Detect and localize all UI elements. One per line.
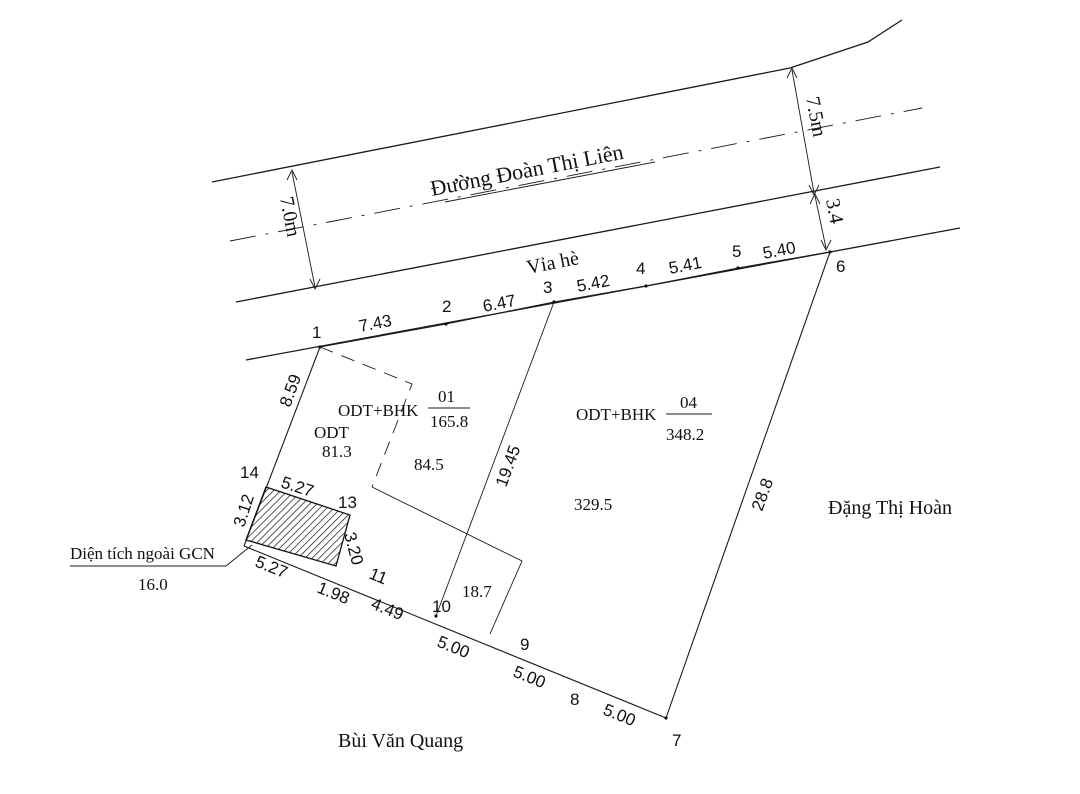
point-7: 7	[672, 731, 681, 750]
point-markers	[318, 250, 832, 720]
edge-2-3: 6.47	[481, 291, 517, 316]
edge-6-7: 28.8	[748, 476, 777, 514]
edge-1-14: 8.59	[276, 372, 305, 410]
point-1: 1	[312, 323, 321, 342]
point-10: 10	[432, 597, 451, 616]
outside-gcn-label: Diện tích ngoài GCN	[70, 544, 215, 563]
parcel-boundary-right	[665, 251, 831, 719]
edge-1-2: 7.43	[357, 311, 393, 336]
road-top-edge-bend	[789, 19, 903, 69]
point-6: 6	[836, 257, 845, 276]
point-14: 14	[240, 463, 259, 482]
parcel-01-area: 165.8	[430, 412, 468, 431]
edge-9-8: 5.00	[511, 662, 549, 692]
neighbor-right: Đặng Thị Hoàn	[828, 497, 952, 519]
edge-10: 4.49	[369, 594, 407, 624]
point-8: 8	[570, 690, 579, 709]
inner-boundary	[371, 486, 523, 635]
point-13: 13	[338, 493, 357, 512]
point-11: 11	[367, 564, 390, 588]
area-small: 18.7	[462, 582, 492, 601]
road-centerline	[229, 107, 923, 242]
road-width-right: 7.5m	[801, 95, 830, 139]
outside-gcn-leader	[70, 544, 253, 567]
point-2: 2	[442, 297, 451, 316]
sidewalk-width-dim	[809, 192, 832, 252]
edge-11: 1.98	[315, 578, 353, 608]
edge-3-4: 5.42	[575, 271, 611, 296]
parcel-boundary-front	[319, 251, 831, 348]
road-name-underline	[444, 161, 656, 203]
outside-gcn-area-value: 16.0	[138, 575, 168, 594]
divider-3-10	[435, 301, 555, 617]
parcel-01-number: 01	[438, 387, 455, 406]
parcel-01-code: ODT+BHK	[338, 401, 419, 420]
area-mid: 84.5	[414, 455, 444, 474]
point-9: 9	[520, 635, 529, 654]
point-3: 3	[543, 278, 552, 297]
sidewalk-label: Vỉa hè	[525, 247, 581, 279]
road-bottom-edge	[235, 166, 941, 303]
parcel-boundary-rear	[243, 545, 667, 719]
edge-3-10: 19.45	[492, 443, 524, 489]
sidewalk-width: 3.4	[821, 197, 847, 226]
edge-13-side: 3.20	[340, 530, 367, 567]
road-name: Đường Đoàn Thị Liên	[428, 139, 625, 201]
point-4: 4	[636, 259, 645, 278]
outside-gcn-area	[245, 486, 351, 567]
point-5: 5	[732, 242, 741, 261]
parcel-04-area: 348.2	[666, 425, 704, 444]
road-width-left: 7.0m	[275, 195, 304, 239]
dashed-boundary	[319, 346, 413, 488]
road-top-edge	[211, 67, 791, 183]
edge-bottom: 5.27	[253, 552, 291, 582]
parcel-04-number: 04	[680, 393, 698, 412]
parcel-04-code: ODT+BHK	[576, 405, 657, 424]
odt-area: 81.3	[322, 442, 352, 461]
road-width-dim-left	[286, 168, 321, 291]
neighbor-bottom: Bùi Văn Quang	[338, 730, 463, 752]
area-big: 329.5	[574, 495, 612, 514]
odt-label: ODT	[314, 423, 350, 442]
edge-4-5: 5.41	[667, 253, 703, 278]
